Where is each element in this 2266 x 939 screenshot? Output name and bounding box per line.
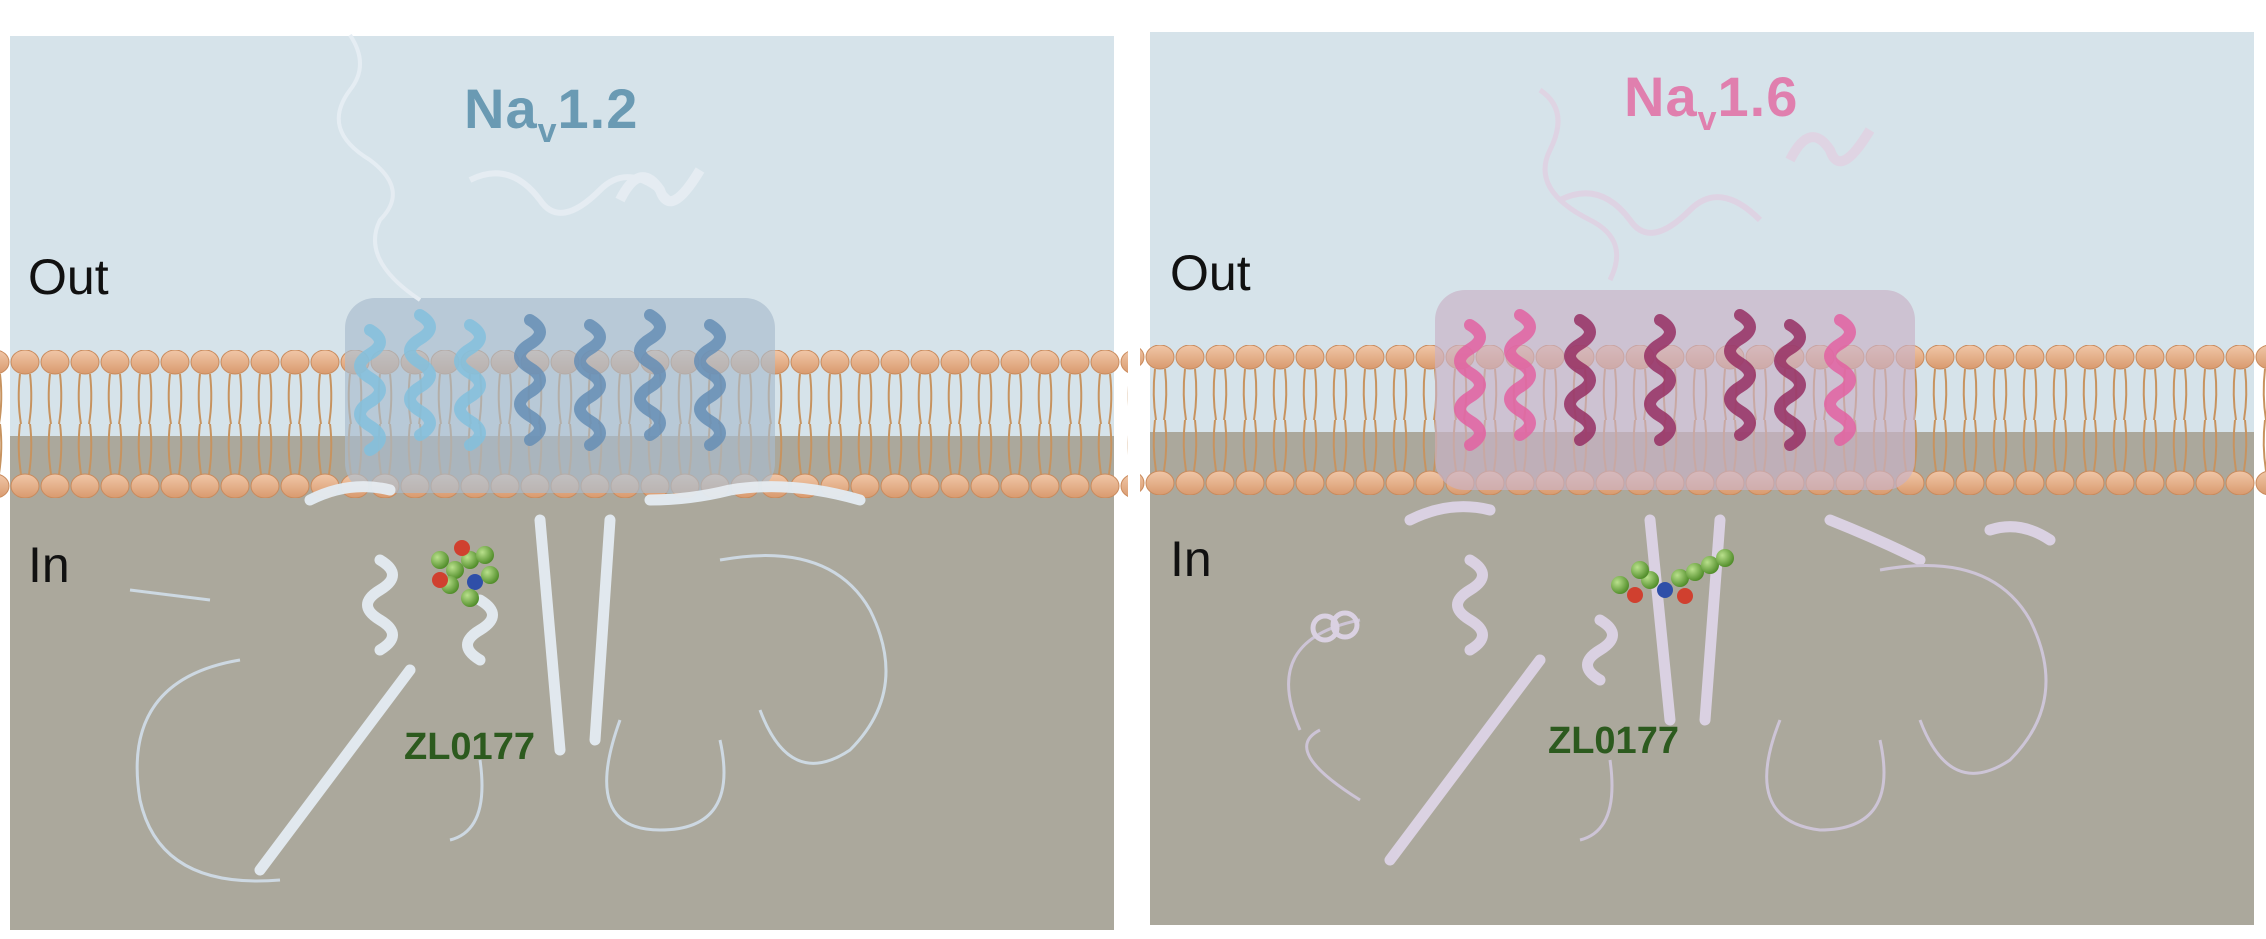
nav1-6-structure-figure [1140,32,2266,925]
title-subscript: v [1697,100,1718,138]
ligand-label: ZL0177 [404,726,535,768]
ligand-label: ZL0177 [1548,720,1679,762]
out-label: Out [1170,245,1251,301]
ligand-zl0177-molecule [1611,549,1734,604]
intracellular-region [10,436,1114,930]
out-label: Out [28,249,109,305]
protein-structure [129,33,888,883]
intracellular-region [1150,432,2254,925]
nav1-2-structure-figure [0,33,1128,930]
panel-title: Nav1.2 [464,76,638,151]
in-label: In [1170,531,1212,587]
title-subscript: v [537,112,558,150]
title-main: Na [1624,65,1698,128]
title-rest: 1.6 [1717,65,1799,128]
in-label: In [28,537,70,593]
panel-nav1-2: Out In Nav1.2 ZL0177 [0,0,1128,939]
protein-structure [1287,87,2056,866]
title-main: Na [464,77,538,140]
panel-title: Nav1.6 [1624,64,1798,139]
ligand-zl0177-molecule [431,540,499,607]
title-rest: 1.2 [557,77,639,140]
panel-nav1-6: Out In Nav1.6 ZL0177 [1140,0,2266,939]
